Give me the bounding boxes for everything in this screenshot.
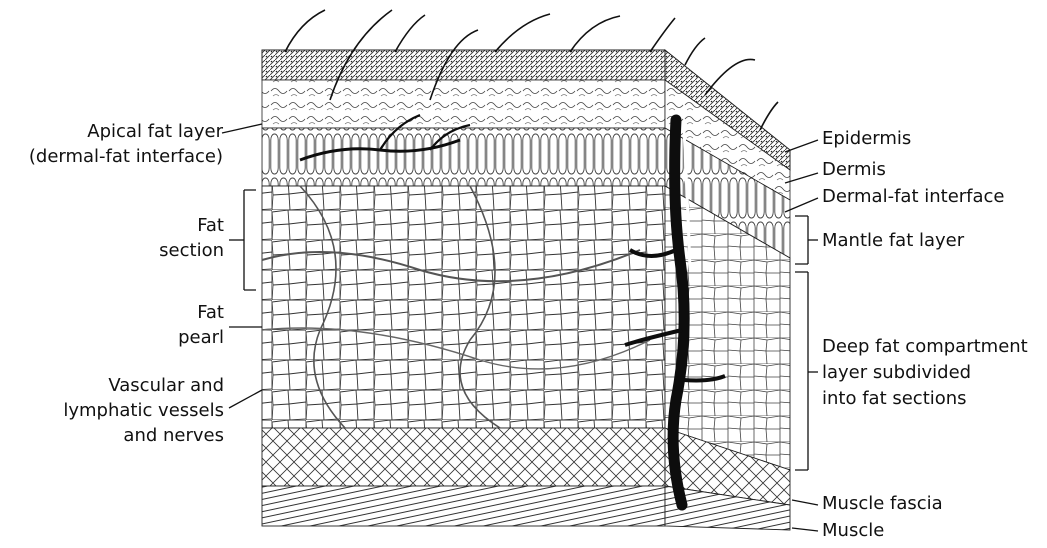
label-muscle-fascia: Muscle fascia bbox=[822, 493, 943, 515]
label-deep-fat-line3: into fat sections bbox=[822, 388, 967, 410]
label-vessels-line1: Vascular and bbox=[20, 375, 224, 397]
label-fat-section-line2: section bbox=[120, 240, 224, 262]
label-vessels-line3: and nerves bbox=[20, 425, 224, 447]
front-face bbox=[262, 50, 665, 526]
label-dermal-fat-interface-paren: (dermal-fat interface) bbox=[0, 146, 223, 168]
label-dermal-fat-interface: Dermal-fat interface bbox=[822, 186, 1005, 208]
label-mantle-fat-layer: Mantle fat layer bbox=[822, 230, 964, 252]
label-fat-pearl-line1: Fat bbox=[120, 302, 224, 324]
label-deep-fat-line1: Deep fat compartment bbox=[822, 336, 1028, 358]
label-fat-pearl-line2: pearl bbox=[120, 327, 224, 349]
label-fat-section-line1: Fat bbox=[120, 215, 224, 237]
label-vessels-line2: lymphatic vessels bbox=[20, 400, 224, 422]
label-deep-fat-line2: layer subdivided bbox=[822, 362, 971, 384]
label-muscle: Muscle bbox=[822, 520, 884, 542]
label-dermis: Dermis bbox=[822, 159, 886, 181]
label-apical-fat-layer: Apical fat layer bbox=[30, 121, 223, 143]
label-epidermis: Epidermis bbox=[822, 128, 911, 150]
